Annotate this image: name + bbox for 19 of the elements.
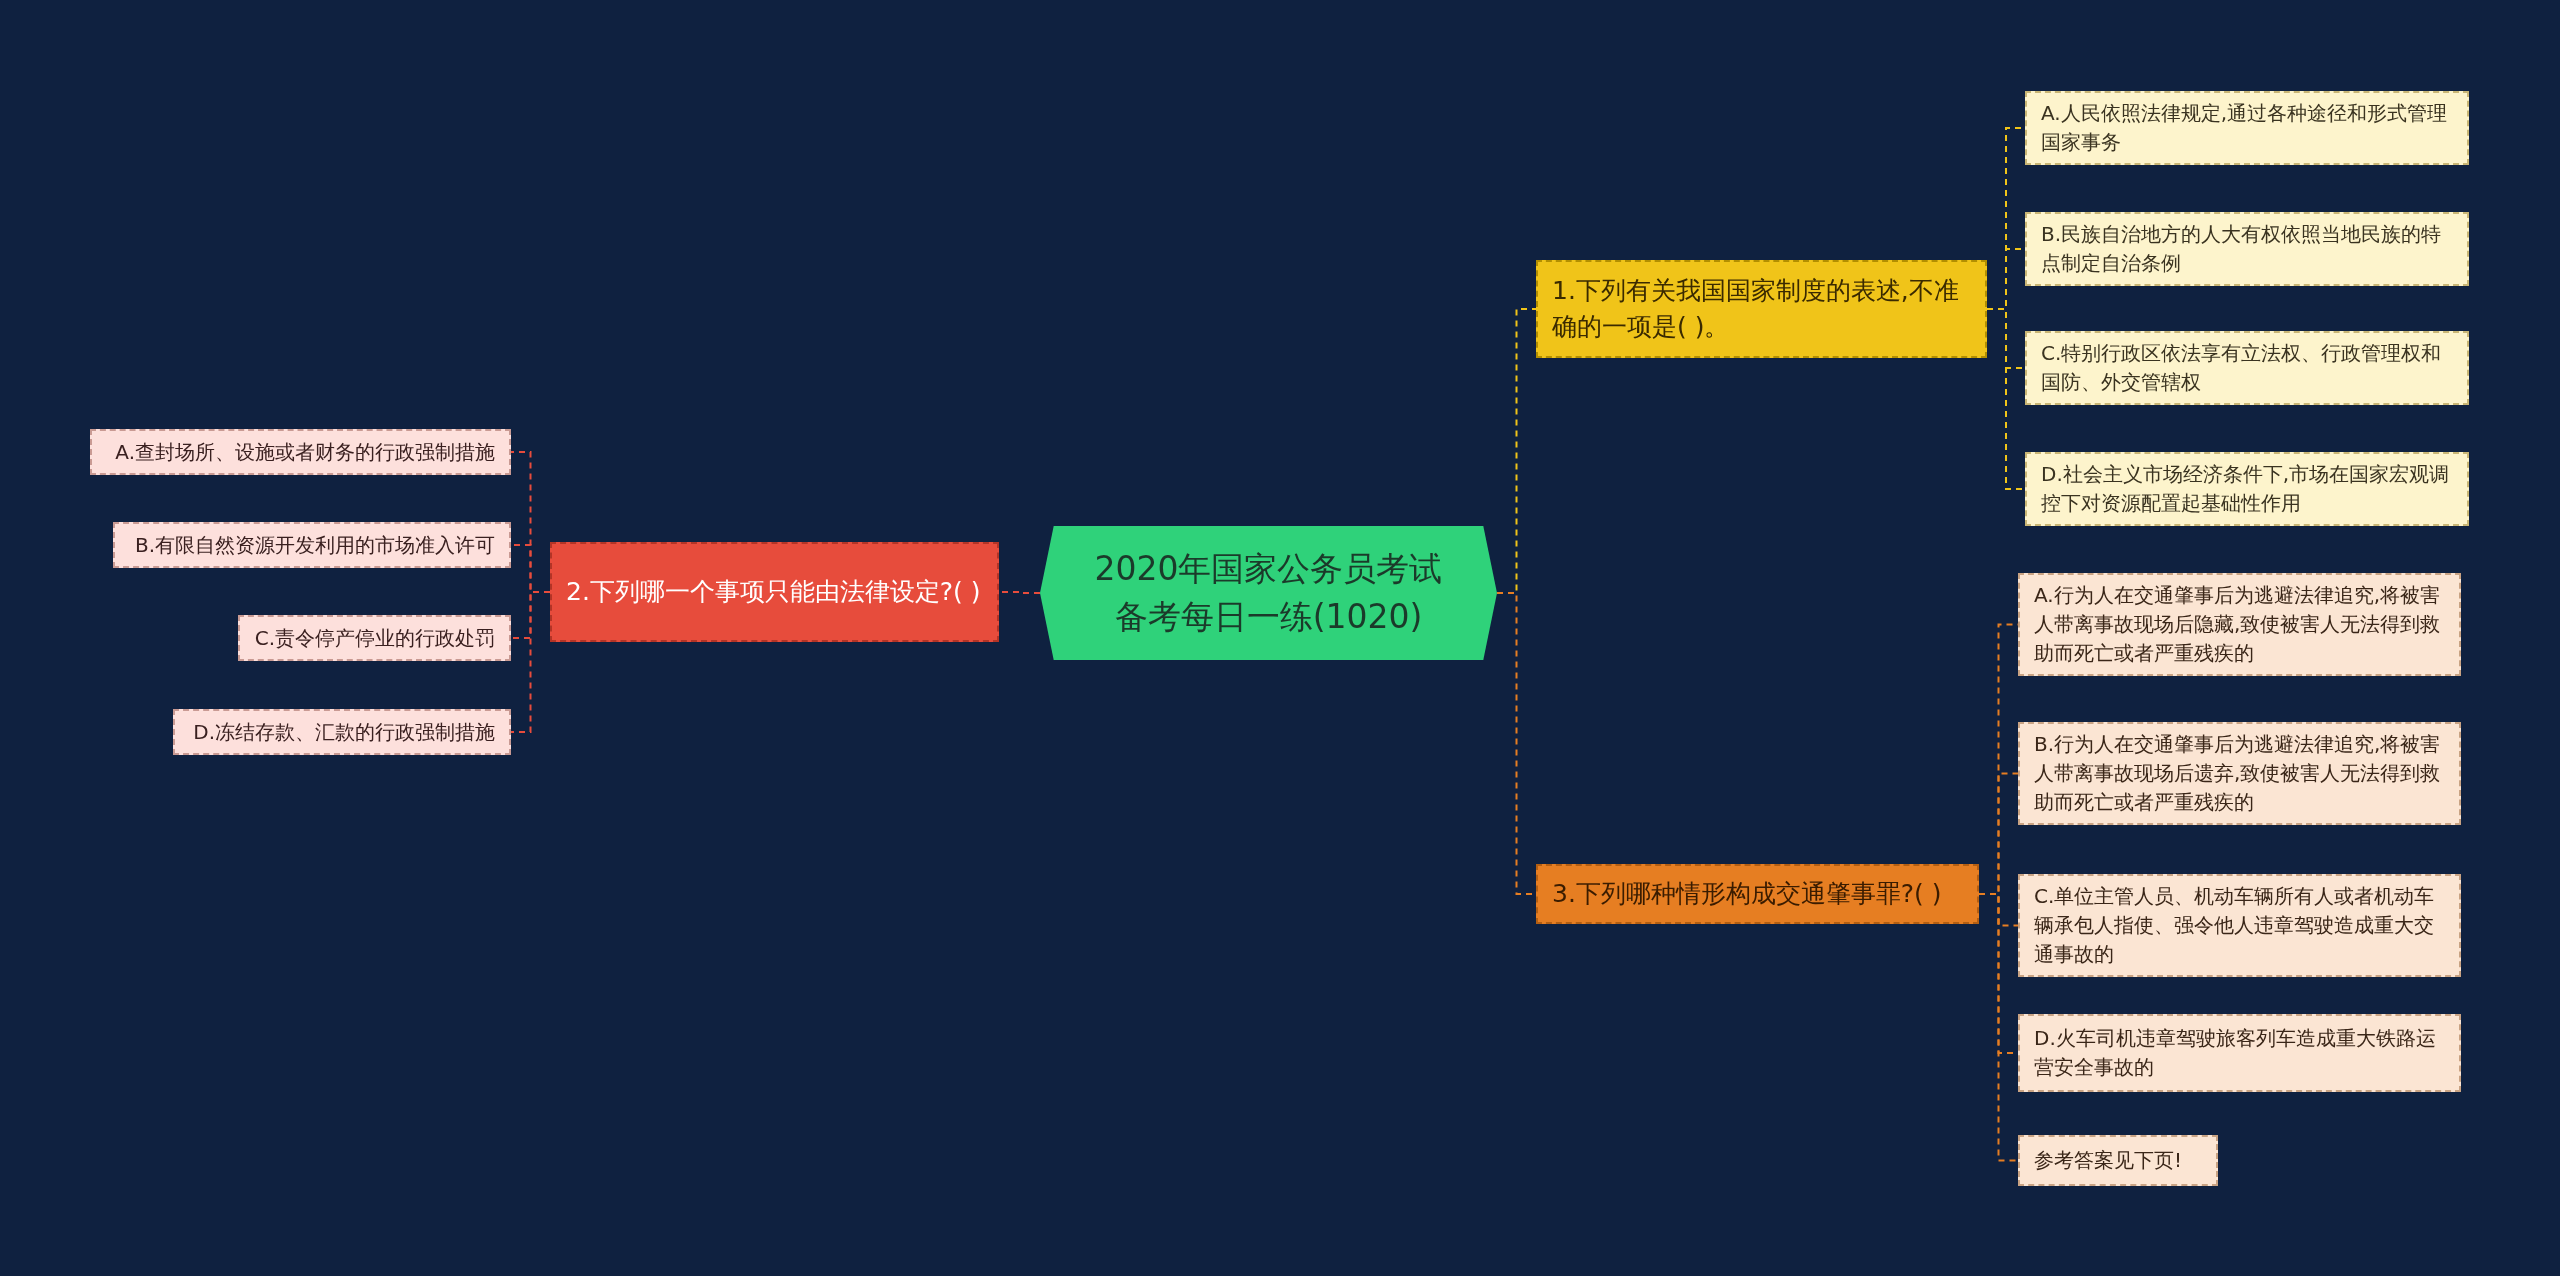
option-box: B.行为人在交通肇事后为逃避法律追究,将被害人带离事故现场后遗弃,致使被害人无法得到救助而死亡或者严重残疾的 — [2018, 722, 2461, 825]
question-box: 3.下列哪种情形构成交通肇事罪?( ) — [1536, 864, 1979, 924]
note-box: 参考答案见下页! — [2018, 1135, 2218, 1186]
option-box: D.社会主义市场经济条件下,市场在国家宏观调控下对资源配置起基础性作用 — [2025, 452, 2469, 526]
option-box: A.查封场所、设施或者财务的行政强制措施 — [90, 429, 511, 475]
option-box: B.民族自治地方的人大有权依照当地民族的特点制定自治条例 — [2025, 212, 2469, 286]
option-box: C.单位主管人员、机动车辆所有人或者机动车辆承包人指使、强令他人违章驾驶造成重大交通事故的 — [2018, 874, 2461, 977]
connector-line — [510, 591, 551, 733]
option-box: A.人民依照法律规定,通过各种途径和形式管理国家事务 — [2025, 91, 2469, 165]
option-box: C.责令停产停业的行政处罚 — [238, 615, 511, 661]
connector-line — [1978, 893, 2019, 1162]
option-box: D.火车司机违章驾驶旅客列车造成重大铁路运营安全事故的 — [2018, 1014, 2461, 1092]
topic-hexagon: 2020年国家公务员考试备考每日一练(1020) — [1040, 526, 1497, 660]
option-box: B.有限自然资源开发利用的市场准入许可 — [113, 522, 511, 568]
option-box: C.特别行政区依法享有立法权、行政管理权和国防、外交管辖权 — [2025, 331, 2469, 405]
option-box: D.冻结存款、汇款的行政强制措施 — [173, 709, 511, 755]
option-box: A.行为人在交通肇事后为逃避法律追究,将被害人带离事故现场后隐藏,致使被害人无法得到救助而死亡或者严重残疾的 — [2018, 573, 2461, 676]
question-box: 1.下列有关我国国家制度的表述,不准确的一项是( )。 — [1536, 260, 1987, 358]
question-box: 2.下列哪一个事项只能由法律设定?( ) — [550, 542, 999, 642]
